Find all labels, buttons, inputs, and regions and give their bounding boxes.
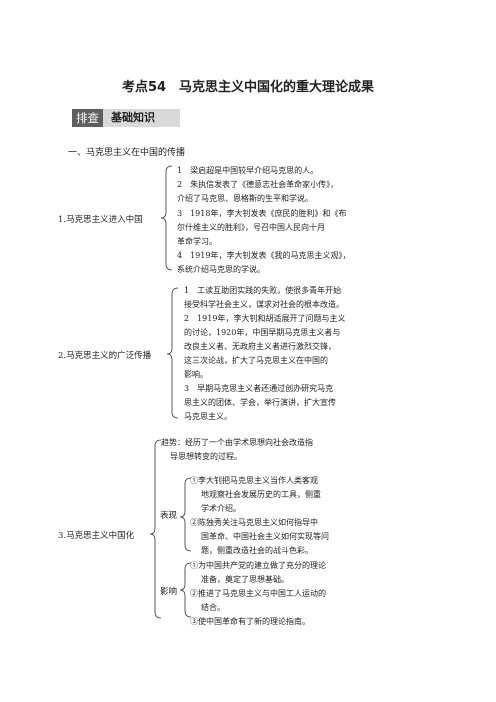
trend-line: 趋势：经历了一个由学术思想向社会改造指 [161,438,313,447]
group1-line: 2 朱执信发表了《德意志社会革命家小传》， [177,180,339,189]
group2-line: 1 工读互助团实践的失败，使很多青年开始 [184,286,342,295]
group2-line: 影响。 [184,370,208,379]
bracket-group2 [166,287,179,419]
group1-line: 3 1918年，李大钊发表《庶民的胜利》和《布 [177,209,347,218]
bracket-influence [179,562,192,618]
group1-line: 1 梁启超是中国较早介绍马克思的人。 [177,166,319,175]
group1-line: 4 1919年，李大钊发表《我的马克思主义观》， [177,251,351,260]
bracket-group1 [160,165,173,271]
group2-line: 2 1919年，李大钊和胡适展开了问题与主义 [184,314,346,323]
group3-label: 3.马克思主义中国化 [58,531,135,541]
page-title: 考点54 马克思主义中国化的重大理论成果 [121,80,375,95]
group2-line: 马克思主义。 [184,412,232,421]
bracket-performance [179,477,192,552]
section-badge: 排查 [72,109,103,127]
section-heading: 一、马克思主义在中国的传播 [68,148,186,158]
influence-line: ③使中国革命有了新的理论指南。 [190,617,310,626]
influence-line: ①为中国共产党的建立做了充分的理论 [190,561,326,570]
trend-line: 导思想转变的过程。 [170,452,242,461]
performance-line: ②陈独秀关注马克思主义如何指导中 [190,518,318,527]
group2-line: 改良主义者、无政府主义者进行激烈交锋， [184,342,336,351]
bracket-group3 [149,439,162,619]
performance-line: ①李大钊把马克思主义当作人类客观 [190,476,318,485]
influence-line: 结合。 [201,603,225,612]
group2-line: 这三次论战，扩大了马克思主义在中国的 [184,356,328,365]
group2-label: 2.马克思主义的广泛传播 [58,351,152,361]
group2-line: 的讨论，1920年，中国早期马克思主义者与 [184,328,341,337]
performance-label: 表现 [160,511,178,521]
influence-line: 准备，奠定了思想基础。 [201,575,289,584]
performance-line: 学术介绍。 [201,504,241,513]
group1-line: 革命学习。 [177,237,217,246]
performance-line: 地观察社会发展历史的工具，侧重 [201,490,321,499]
performance-line: 国革命、中国社会主义如何实现等问 [201,532,329,541]
group2-line: 接受科学社会主义，谋求对社会的根本改造。 [184,300,344,309]
group2-line: 3 早期马克思主义者还通过创办研究马克 [184,384,334,393]
section-band-label: 基础知识 [111,111,155,124]
group2-line: 思主义的团体、学会，举行演讲，扩大宣传 [184,398,336,407]
performance-line: 题，侧重改造社会的战斗色彩。 [201,546,313,555]
influence-line: ②推进了马克思主义与中国工人运动的 [190,589,326,598]
group1-line: 介绍了马克思、恩格斯的生平和学说。 [177,194,313,203]
group1-label: 1.马克思主义进入中国 [58,215,143,225]
group1-line: 尔什维主义的胜利》，号召中国人民向十月 [177,223,325,232]
group1-line: 系统介绍马克思的学说。 [177,265,265,274]
influence-label: 影响 [160,587,178,597]
